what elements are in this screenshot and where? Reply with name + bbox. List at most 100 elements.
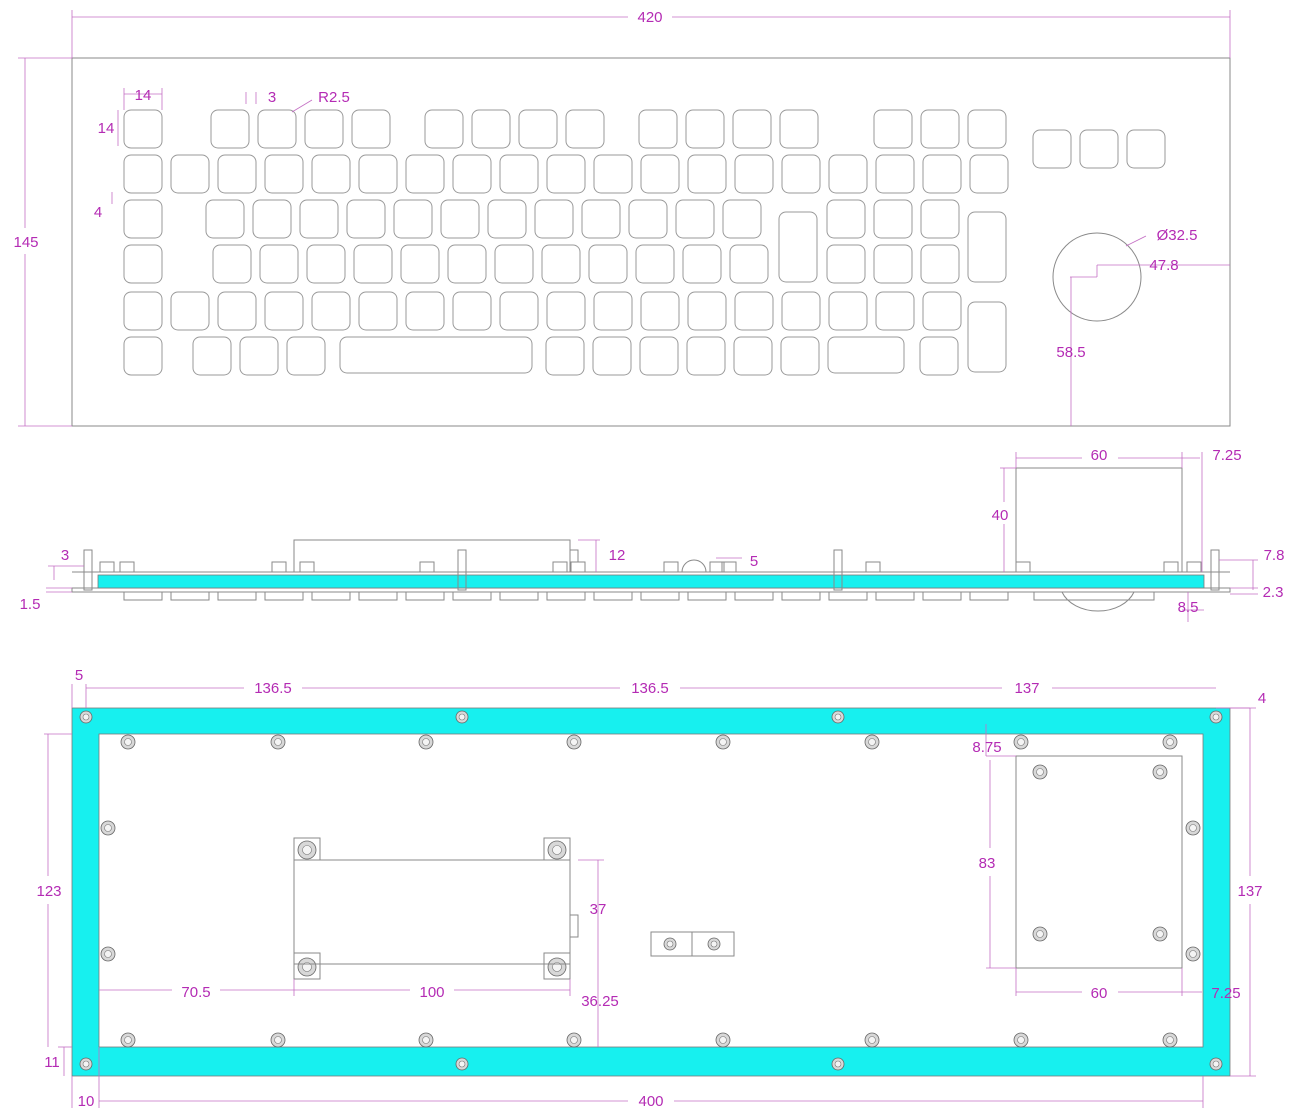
key: [311, 154, 351, 194]
key: [565, 109, 605, 149]
dim-inner-width: 400: [638, 1093, 663, 1110]
key: [919, 336, 959, 376]
screw: [1189, 950, 1197, 958]
dim-height-outer: 137: [1237, 883, 1262, 900]
screw: [1166, 738, 1174, 746]
keycap-profile: [687, 591, 727, 601]
key: [920, 199, 960, 239]
screw: [422, 1036, 430, 1044]
mounting-screws: [79, 710, 1223, 1071]
dim-plate-height: 3: [61, 547, 69, 564]
key: [920, 109, 960, 149]
key: [1032, 129, 1072, 169]
key: [588, 244, 628, 284]
key: [257, 109, 297, 149]
key: [210, 109, 250, 149]
key: [123, 109, 163, 149]
frame-opening: [98, 733, 1204, 1048]
screw: [868, 738, 876, 746]
dim-trackball-diameter: Ø32.5: [1157, 227, 1198, 244]
dim-edge-offset: 8.5: [1178, 599, 1199, 616]
key: [875, 291, 915, 331]
nut-profile: [865, 561, 881, 573]
key: [405, 291, 445, 331]
screw: [302, 845, 312, 855]
key: [351, 109, 391, 149]
dim-key-height: 14: [98, 120, 115, 137]
dim-board-offset-y: 36.25: [581, 993, 619, 1010]
screw: [570, 1036, 578, 1044]
key: [212, 244, 252, 284]
key: [546, 291, 586, 331]
screw: [710, 940, 718, 948]
screw: [124, 738, 132, 746]
key: [192, 336, 232, 376]
key: [217, 291, 257, 331]
key: [123, 336, 163, 376]
key: [440, 199, 480, 239]
screw: [1166, 1036, 1174, 1044]
screw: [719, 1036, 727, 1044]
dim-clearance: 5: [750, 553, 758, 570]
keycap-profiles: [123, 591, 1155, 601]
key: [123, 154, 163, 194]
screw: [274, 1036, 282, 1044]
key: [346, 199, 386, 239]
board-connector: [569, 914, 579, 938]
base-plate: [71, 587, 1231, 593]
screw: [834, 713, 842, 721]
nut-profile: [271, 561, 287, 573]
dim-trackball-y: 58.5: [1056, 344, 1085, 361]
screw: [552, 962, 562, 972]
dim-module-edge: 8.75: [972, 739, 1001, 756]
screw: [1156, 768, 1164, 776]
standoff: [833, 549, 843, 591]
key: [339, 336, 533, 374]
key: [534, 199, 574, 239]
key: [922, 154, 962, 194]
screw: [124, 1036, 132, 1044]
dim-pitch-3: 137: [1014, 680, 1039, 697]
key: [592, 336, 632, 376]
key: [264, 154, 304, 194]
dim-key-radius: R2.5: [318, 89, 350, 106]
dim-edge-right: 4: [1258, 690, 1266, 707]
key: [781, 154, 821, 194]
keycap-profile: [217, 591, 257, 601]
screw: [458, 1060, 466, 1068]
trackball-arc: [1061, 591, 1135, 612]
key: [779, 109, 819, 149]
screw: [82, 1060, 90, 1068]
key: [826, 244, 866, 284]
key: [424, 109, 464, 149]
key: [499, 291, 539, 331]
trackball-circle: [1052, 232, 1142, 322]
key-grid: [123, 109, 1166, 376]
key: [828, 154, 868, 194]
dim-module-height: 83: [979, 855, 996, 872]
board-standoff: [293, 952, 321, 980]
keycap-profile: [264, 591, 304, 601]
key: [581, 199, 621, 239]
key: [518, 109, 558, 149]
key: [675, 199, 715, 239]
key: [722, 199, 762, 239]
key: [826, 199, 866, 239]
key: [781, 291, 821, 331]
key: [452, 291, 492, 331]
key: [494, 244, 534, 284]
key: [687, 291, 727, 331]
keycap-profile: [875, 591, 915, 601]
key: [400, 244, 440, 284]
nut-profile: [99, 561, 115, 573]
nut-profiles: [99, 561, 1202, 573]
key: [922, 291, 962, 331]
standoff: [1210, 549, 1220, 591]
key: [685, 109, 725, 149]
key: [170, 291, 210, 331]
dim-board-offset-x: 70.5: [181, 984, 210, 1001]
nut-profile: [299, 561, 315, 573]
keycap-profile: [828, 591, 868, 601]
key: [358, 291, 398, 331]
